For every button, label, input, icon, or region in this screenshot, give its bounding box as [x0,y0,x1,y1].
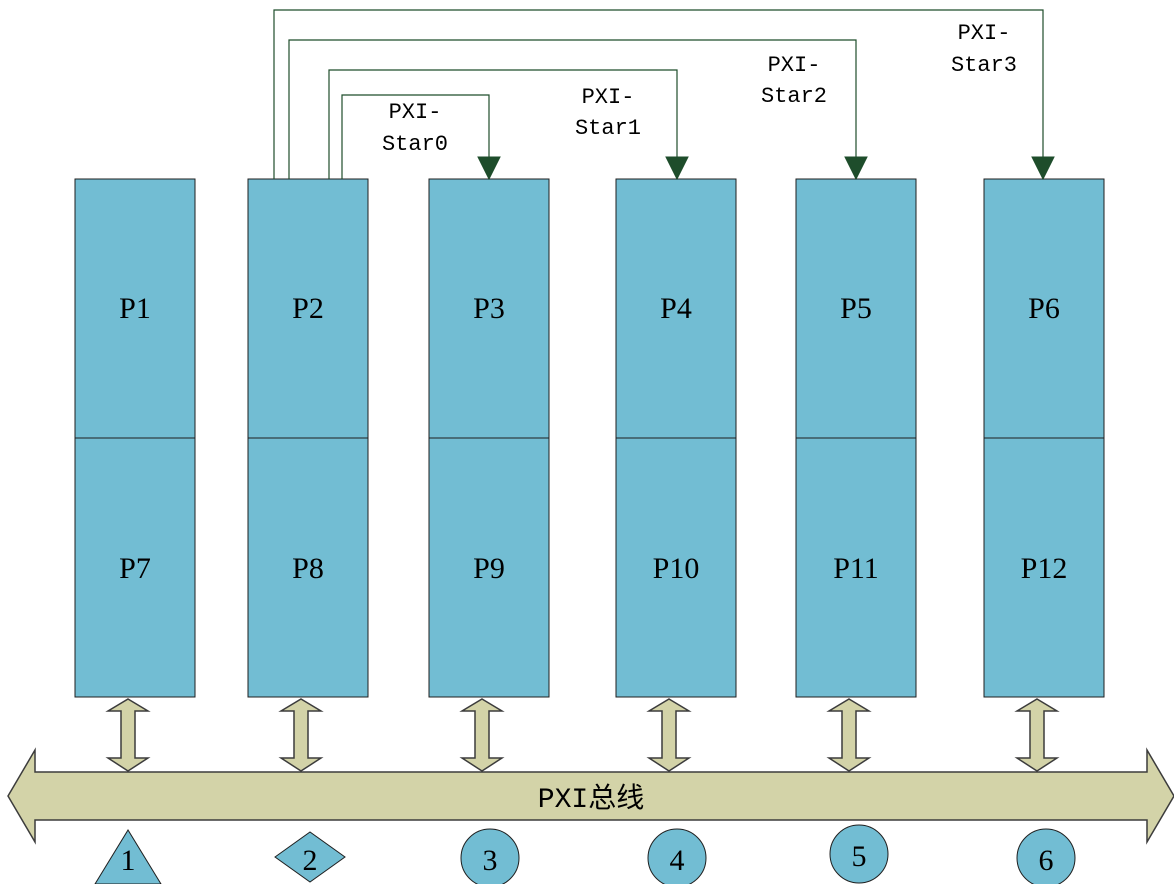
diamond-marker [274,831,346,883]
marker-label: 2 [303,844,318,877]
slot-box-p7 [74,437,196,698]
bus-connectors [105,698,1060,772]
slot-box-p1 [74,178,196,439]
star-trigger-label-line1: PXI- [582,85,635,110]
slot-box-p5 [795,178,917,439]
star-trigger-line-1 [328,69,678,179]
star-trigger-line-0 [341,94,490,179]
slot-box-p9 [428,437,550,698]
slot-label-p8: P8 [292,552,324,585]
star-trigger-label-line1: PXI- [768,53,821,78]
bus-connector-arrow-3 [459,698,505,772]
star-trigger-arrowhead-1 [665,156,689,181]
triangle-marker [94,829,162,884]
pxi-bus: PXI总线 [7,747,1174,845]
star-trigger-label-line1: PXI- [389,100,442,125]
marker-label: 4 [670,844,685,877]
slot-label-p6: P6 [1028,292,1060,325]
slot-box-p3 [428,178,550,439]
slot-box-p8 [247,437,369,698]
slot-label-p5: P5 [840,292,872,325]
circle-marker [1016,828,1076,884]
bus-connector-arrow-1 [105,698,151,772]
slot-label-p4: P4 [660,292,692,325]
slot-box-p12 [983,437,1105,698]
marker-label: 1 [121,844,136,877]
slot-label-p12: P12 [1021,552,1068,585]
star-trigger-line-2 [288,39,857,179]
slot-label-p11: P11 [833,552,879,585]
slot-markers: 1 2 3 4 5 6 [94,824,1076,884]
marker-label: 5 [852,840,867,873]
star-trigger-label-line2: Star1 [575,116,641,141]
bus-connector-arrow-4 [646,698,692,772]
slot-label-p2: P2 [292,292,324,325]
slot-box-p11 [795,437,917,698]
marker-label: 6 [1039,844,1054,877]
star-trigger-line-3 [273,9,1044,179]
star-trigger-label-line1: PXI- [958,21,1011,46]
circle-marker [829,824,889,884]
slot-box-p10 [615,437,737,698]
star-trigger-arrowhead-0 [477,156,501,181]
bus-connector-arrow-2 [278,698,324,772]
star-trigger-label-line2: Star2 [761,84,827,109]
slot-label-p10: P10 [653,552,700,585]
bus-connector-arrow-5 [826,698,872,772]
slot-label-p7: P7 [119,552,151,585]
slot-box-p2 [247,178,369,439]
slot-label-p3: P3 [473,292,505,325]
star-trigger-arrowhead-2 [844,156,868,181]
circle-marker [460,828,520,884]
slot-label-p9: P9 [473,552,505,585]
circle-marker [647,828,707,884]
slot-box-p4 [615,178,737,439]
slot-label-p1: P1 [119,292,151,325]
marker-label: 3 [483,844,498,877]
bus-connector-arrow-6 [1014,698,1060,772]
pxi-bus-arrow [7,747,1174,845]
star-trigger-arrowhead-3 [1031,156,1055,181]
pxi-bus-label: PXI总线 [538,782,644,816]
slot-box-p6 [983,178,1105,439]
star-trigger-label-line2: Star3 [951,53,1017,78]
star-trigger-label-line2: Star0 [382,132,448,157]
